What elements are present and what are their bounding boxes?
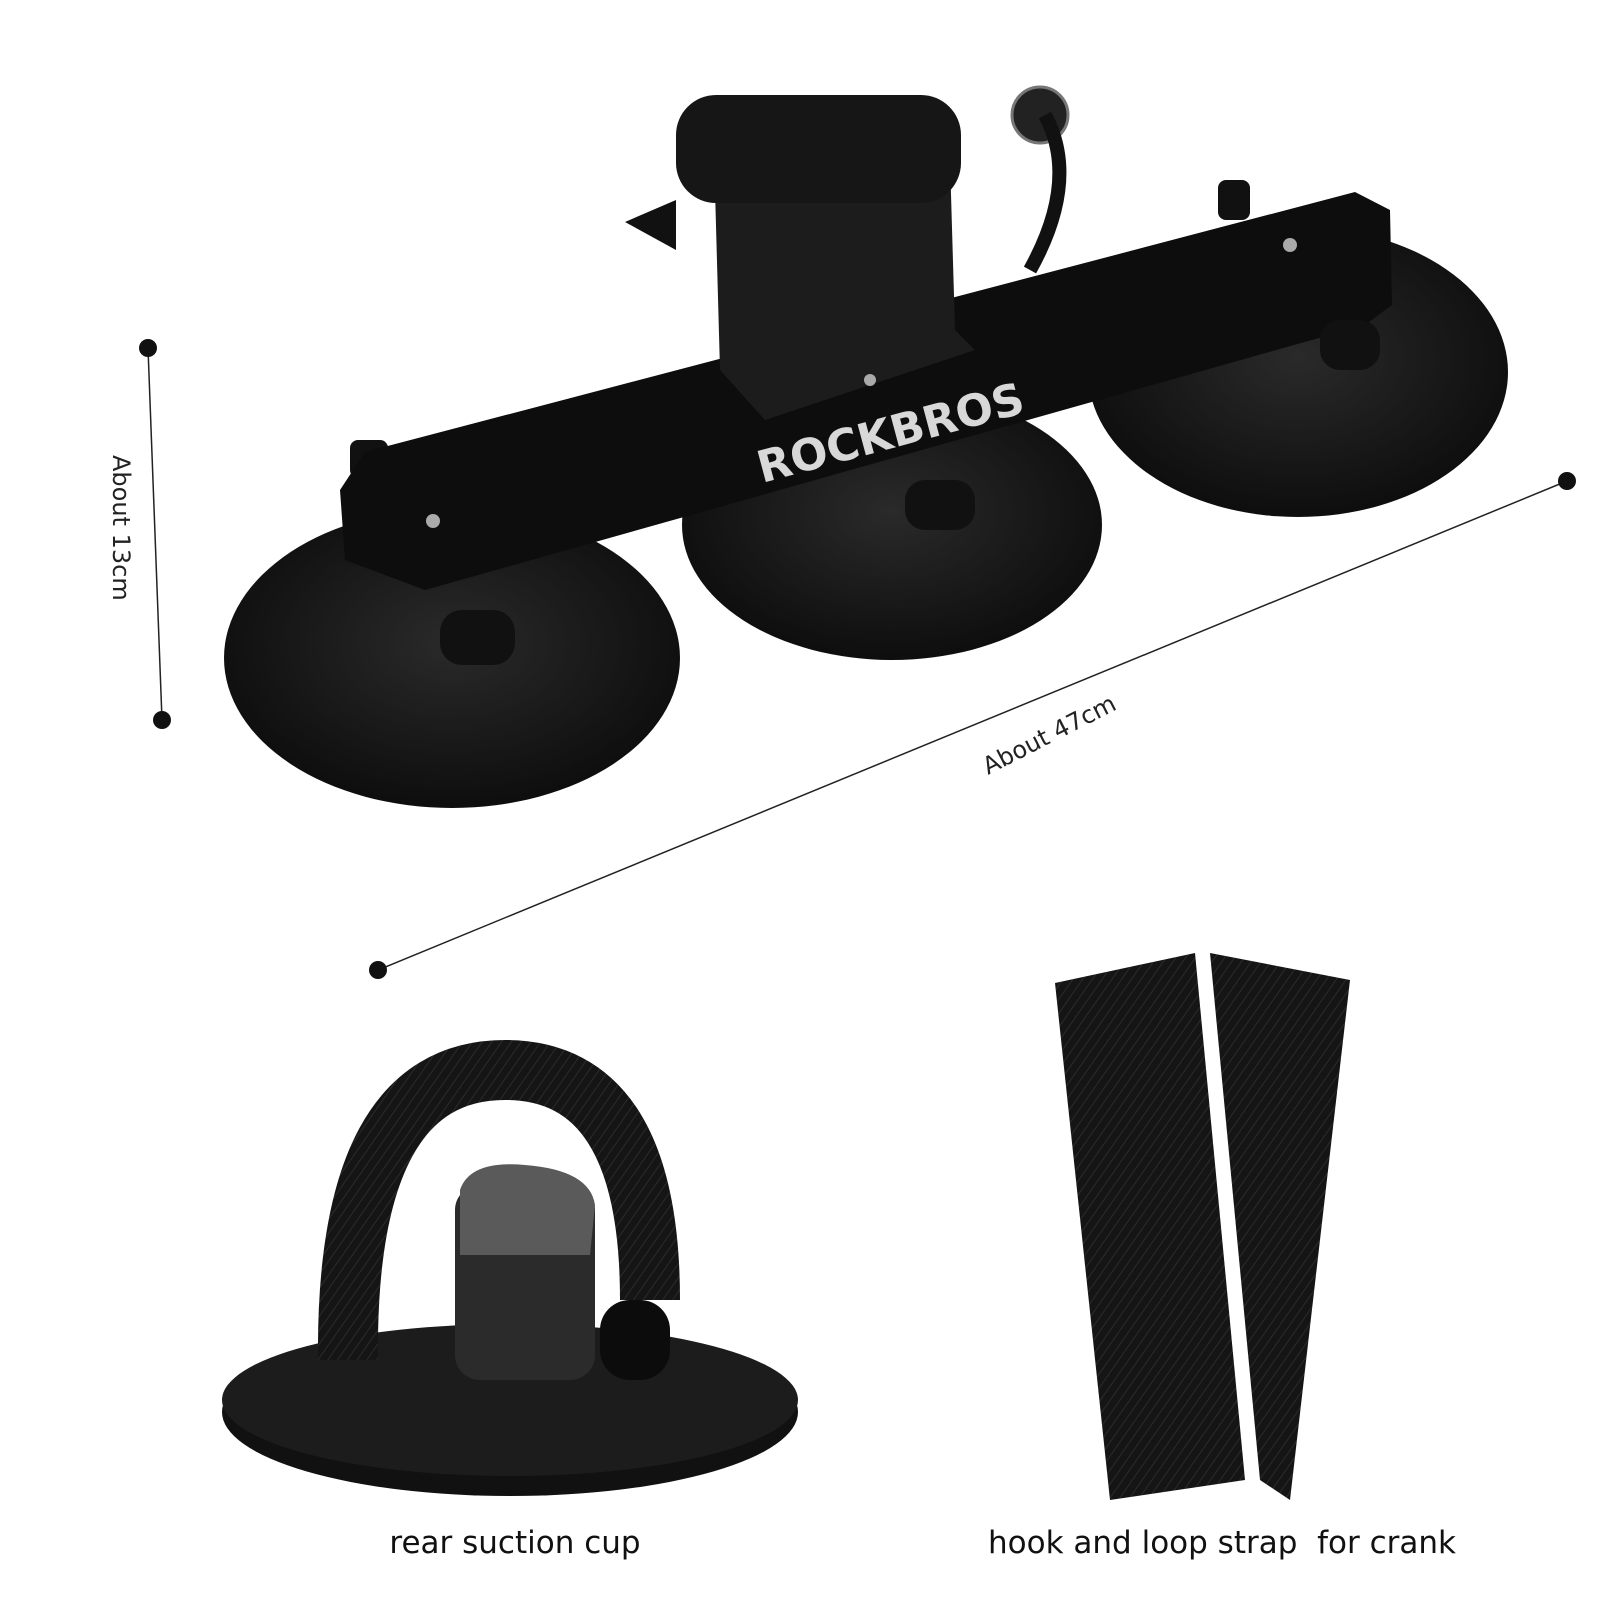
rack-base-plate xyxy=(340,192,1392,590)
dimension-dot xyxy=(153,711,171,729)
rear-suction-cup-label: rear suction cup xyxy=(389,1525,640,1561)
fork-mount xyxy=(715,160,975,420)
quick-release-lever xyxy=(1023,111,1067,274)
rear-suction-cup-illustration xyxy=(222,1039,798,1496)
thru-axle-clamp xyxy=(676,95,961,203)
dimension-line xyxy=(147,347,163,721)
length-label: About 47cm xyxy=(978,689,1121,780)
dimension-dot xyxy=(369,961,387,979)
dimension-dot xyxy=(1558,472,1576,490)
height-label: About 13cm xyxy=(107,455,135,601)
dimension-dot xyxy=(139,339,157,357)
strap-loop xyxy=(317,1039,680,1361)
height-dimension: About 13cm xyxy=(107,339,171,729)
dimension-line xyxy=(377,480,1568,971)
bike-rack-illustration: ROCKBROS xyxy=(224,85,1508,808)
hook-and-loop-strap-illustration xyxy=(1055,953,1350,1500)
hook-and-loop-strap-label: hook and loop strap for crank xyxy=(988,1525,1456,1561)
